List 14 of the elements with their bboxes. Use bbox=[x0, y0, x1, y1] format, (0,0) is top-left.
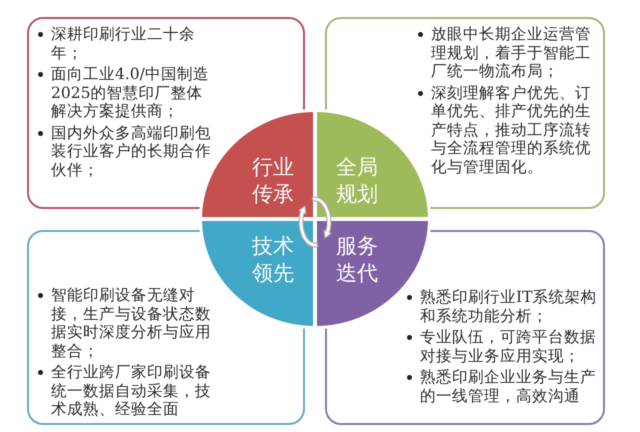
bullet-text: 全行业跨厂家印刷设备统一数据自动采集，技术成熟、经验全面 bbox=[51, 363, 211, 418]
bullet-text: 国内外众多高端印刷包装行业客户的长期合作伙伴； bbox=[51, 124, 211, 179]
quadrant-label: 行业传承 bbox=[252, 154, 294, 208]
bullet-text: 放眼中长期企业运营管理规划，着手于智能工厂统一物流布局； bbox=[431, 25, 591, 80]
bullet-text: 深耕印刷行业二十余年； bbox=[51, 25, 196, 62]
bullet-text: 面向工业4.0/中国制造2025的智慧印厂整体解决方案提供商； bbox=[51, 65, 210, 120]
bullet-text: 智能印刷设备无缝对接，生产与设备状态数据实时深度分析与应用整合； bbox=[51, 286, 211, 360]
bullet-text: 熟悉印刷行业IT系统架构和系统功能分析； bbox=[420, 288, 598, 325]
quadrant-label: 全局规划 bbox=[336, 154, 378, 208]
quadrant-label: 技术领先 bbox=[252, 233, 294, 287]
bullet-text: 专业队伍，可跨平台数据对接与业务应用实现； bbox=[420, 328, 597, 365]
bullet-text: 熟悉印刷企业业务与生产的一线管理，高效沟通 bbox=[420, 368, 597, 405]
quadrant-label: 服务迭代 bbox=[336, 233, 378, 287]
bullet-text: 深刻理解客户优先、订单优先、排产优先的生产特点，推动工序流转与全流程管理的系统优化与管理固化。 bbox=[431, 84, 591, 176]
